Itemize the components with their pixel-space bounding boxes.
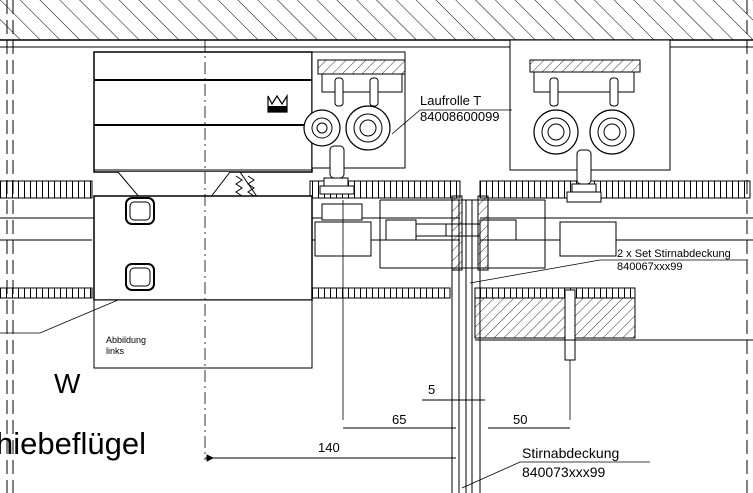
- leader-lines: [0, 109, 748, 489]
- label-roller-number: 84008600099: [420, 109, 500, 124]
- left-edge-lines: [6, 0, 748, 493]
- center-connector: [379, 195, 546, 271]
- dimension-left-offset: 65: [392, 412, 407, 427]
- label-figure-note-side: links: [106, 346, 125, 356]
- label-roller-name: Laufrolle T: [420, 93, 482, 108]
- crown-logo-icon: [267, 93, 288, 113]
- dimension-total: 140: [318, 440, 340, 455]
- dimension-lines: [205, 399, 570, 462]
- dimension-right-offset: 50: [513, 412, 528, 427]
- label-figure-note: Abbildung: [106, 335, 147, 345]
- carriage-lower: [93, 195, 313, 369]
- centerlines: [204, 40, 571, 460]
- label-end-cover: Stirnabdeckung: [522, 445, 620, 461]
- label-wall-marker: W: [54, 368, 81, 399]
- roller-housing-right: [509, 39, 671, 257]
- label-sliding-leaf: hiebeflügel: [0, 426, 146, 461]
- right-leaf-section: [474, 289, 753, 361]
- ceiling: [0, 0, 753, 48]
- label-end-cover-number: 840073xxx99: [522, 464, 606, 480]
- label-end-cover-set-number: 840067xxx99: [617, 261, 683, 273]
- door-leaf-lines: [451, 200, 481, 493]
- label-end-cover-set: 2 x Set Stirnabdeckung: [617, 248, 731, 260]
- roller-housing-left: [303, 51, 406, 221]
- dimension-gap: 5: [428, 382, 436, 397]
- carriage-upper: [93, 51, 313, 199]
